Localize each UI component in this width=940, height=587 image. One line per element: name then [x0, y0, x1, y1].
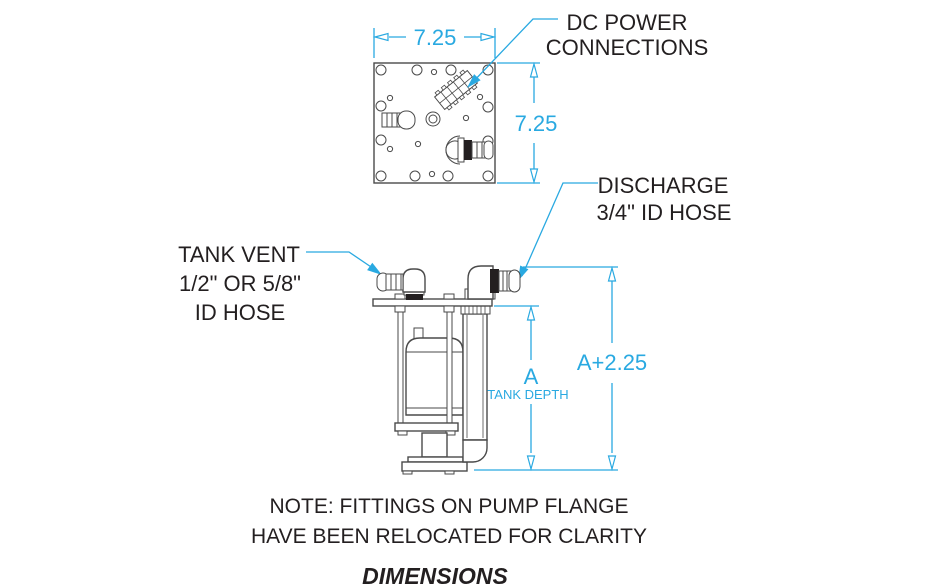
discharge-label-line1: DISCHARGE — [598, 173, 729, 198]
leader-arrow-tank-vent — [367, 262, 382, 275]
tank-depth-dimension: A TANK DEPTH — [487, 304, 569, 472]
page-title: DIMENSIONS — [362, 563, 508, 587]
flange-height-dimension: 7.25 — [497, 61, 558, 185]
note-line2: HAVE BEEN RELOCATED FOR CLARITY — [251, 525, 647, 548]
dc-power-label-line2: CONNECTIONS — [546, 35, 709, 60]
dim-arrow-up — [607, 265, 617, 282]
overall-length-value: A+2.25 — [577, 350, 647, 375]
vent-fitting-side-view — [376, 268, 426, 300]
support-rod-right — [446, 305, 453, 425]
dim-arrow-down — [526, 455, 536, 472]
tank-vent-callout: TANK VENT 1/2" OR 5/8" ID HOSE — [178, 242, 382, 325]
dim-arrow-up — [529, 61, 539, 78]
leader-arrow-discharge — [518, 265, 529, 281]
motor-cylinder — [405, 337, 464, 416]
dim-arrow-down — [529, 168, 539, 185]
dim-arrow-right — [480, 32, 497, 42]
note-line1: NOTE: FITTINGS ON PUMP FLANGE — [270, 495, 629, 518]
dim-arrow-up — [526, 304, 536, 321]
discharge-callout: DISCHARGE 3/4" ID HOSE — [518, 173, 731, 281]
vent-fitting-top-view — [381, 110, 416, 130]
note-block: NOTE: FITTINGS ON PUMP FLANGE HAVE BEEN … — [251, 495, 647, 548]
dim-arrow-left — [372, 32, 389, 42]
terminal-block — [433, 69, 479, 111]
overall-length-dimension: A+2.25 — [474, 265, 647, 472]
flange-bolt-holes — [375, 64, 494, 182]
rod-nut — [443, 293, 455, 300]
flange-width-value: 7.25 — [414, 25, 457, 50]
dim-arrow-down — [607, 455, 617, 472]
discharge-label-line2: 3/4" ID HOSE — [597, 200, 732, 225]
rod-nut — [394, 293, 406, 300]
dc-power-callout: DC POWER CONNECTIONS — [467, 10, 708, 88]
flange-height-value: 7.25 — [515, 111, 558, 136]
threaded-collar — [460, 305, 491, 315]
tank-vent-label-line3: ID HOSE — [195, 300, 285, 325]
pump-base — [394, 422, 488, 475]
rod-nut — [394, 305, 406, 313]
tank-vent-label-line2: 1/2" OR 5/8" — [179, 271, 301, 296]
discharge-fitting-side-view — [464, 265, 521, 300]
side-view-drawing — [372, 265, 521, 475]
flange-plate-side-view — [372, 298, 493, 307]
tank-depth-caption: TANK DEPTH — [487, 387, 568, 402]
support-rod-left — [397, 305, 404, 425]
dc-power-label-line1: DC POWER — [567, 10, 688, 35]
center-boss — [425, 111, 441, 127]
flange-width-dimension: 7.25 — [372, 25, 497, 58]
rod-nut — [443, 305, 455, 313]
discharge-pipe-elbow — [462, 439, 488, 463]
tank-vent-label-line1: TANK VENT — [178, 242, 300, 267]
tank-depth-symbol: A — [524, 364, 539, 389]
leader-arrow-dc-power — [467, 74, 481, 88]
discharge-fitting-top-view — [445, 135, 494, 165]
